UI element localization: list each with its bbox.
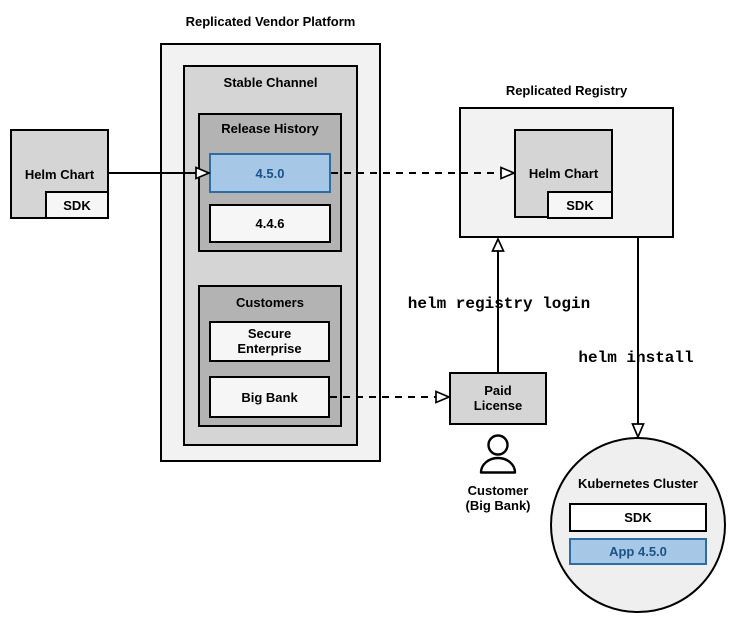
registry-sdk-box: SDK: [547, 191, 613, 219]
cluster-sdk-box: SDK: [569, 503, 707, 532]
helm-chart-source-label: Helm Chart: [24, 166, 95, 182]
cluster-app-box: App 4.5.0: [569, 538, 707, 565]
sdk-label: SDK: [566, 197, 594, 213]
arrow-helm-install: [631, 238, 645, 440]
sdk-label: SDK: [624, 510, 652, 525]
release-item-previous: 4.4.6: [209, 204, 331, 243]
cluster-app-label: App 4.5.0: [609, 544, 667, 559]
helm-chart-source-sdk-box: SDK: [45, 191, 109, 219]
registry-helm-chart-label: Helm Chart: [528, 166, 599, 181]
release-version-label: 4.5.0: [255, 165, 285, 181]
helm-chart-source-box: Helm Chart SDK: [10, 129, 109, 219]
sdk-label: SDK: [63, 197, 91, 213]
stable-channel-title: Stable Channel: [223, 75, 318, 90]
person-icon: [479, 434, 517, 474]
release-version-label: 4.4.6: [255, 216, 285, 231]
customer-item-secure-enterprise: Secure Enterprise: [209, 321, 330, 362]
stable-channel-box: Stable Channel Release History 4.5.0 4.4…: [183, 65, 358, 446]
customer-item-big-bank: Big Bank: [209, 376, 330, 418]
release-history-title: Release History: [221, 121, 319, 136]
release-item-current: 4.5.0: [209, 153, 331, 193]
customers-title: Customers: [236, 295, 304, 310]
cluster-circle: Kubernetes Cluster SDK App 4.5.0: [550, 437, 726, 613]
helm-registry-login-label: helm registry login: [407, 295, 591, 313]
customer-caption: Customer (Big Bank): [465, 483, 531, 513]
cluster-title: Kubernetes Cluster: [578, 476, 698, 491]
customer-name-label: Big Bank: [241, 389, 298, 405]
registry-helm-chart-box: Helm Chart SDK: [514, 129, 613, 219]
release-history-box: Release History 4.5.0 4.4.6: [198, 113, 342, 252]
platform-box: Stable Channel Release History 4.5.0 4.4…: [160, 43, 381, 462]
customers-box: Customers Secure Enterprise Big Bank: [198, 285, 342, 427]
platform-title: Replicated Vendor Platform: [185, 14, 356, 29]
registry-title: Replicated Registry: [505, 83, 628, 98]
paid-license-label: Paid License: [473, 382, 523, 413]
helm-install-label: helm install: [578, 349, 694, 367]
customer-name-label: Secure Enterprise: [237, 325, 302, 356]
registry-box: Helm Chart SDK: [459, 107, 674, 238]
paid-license-box: Paid License: [449, 372, 547, 425]
